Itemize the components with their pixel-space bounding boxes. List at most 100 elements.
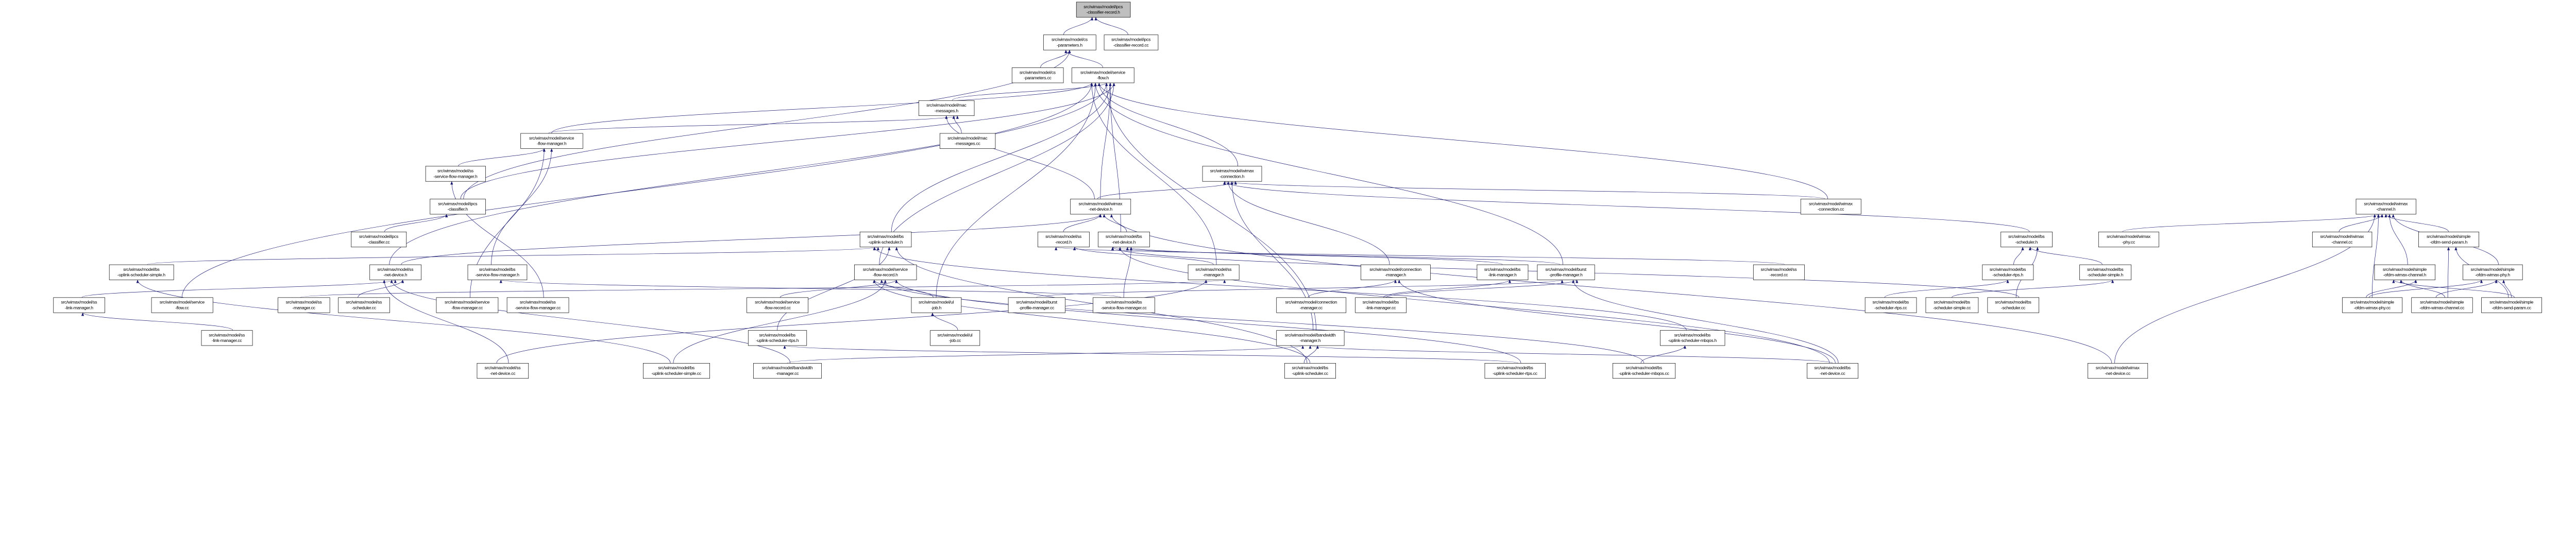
node-label: -flow-record.cc: [764, 305, 791, 310]
graph-node[interactable]: src/wimax/model/ss-net-device.h: [369, 264, 421, 280]
graph-node[interactable]: src/wimax/model/cs-parameters.h: [1043, 35, 1096, 50]
dependency-edge: [873, 280, 1311, 364]
graph-node[interactable]: src/wimax/model/ss-record.h: [1038, 231, 1090, 248]
graph-root-node[interactable]: src/wimax/model/ipcs-classifier-record.h: [1076, 2, 1131, 18]
graph-node[interactable]: src/wimax/model/burst-profile-manager.h: [1537, 264, 1595, 280]
graph-node[interactable]: src/wimax/model/service-flow-record.cc: [747, 297, 808, 313]
node-box: [477, 363, 529, 379]
graph-node[interactable]: src/wimax/model/connection-manager.cc: [1276, 297, 1347, 313]
node-box: [1982, 264, 2034, 280]
node-box: [1987, 297, 2040, 313]
graph-node[interactable]: src/wimax/model/bs-uplink-scheduler-mbqo…: [1613, 363, 1676, 379]
node-label: -ofdm-send-param.h: [2430, 239, 2467, 245]
node-layer: src/wimax/model/ipcs-classifier-record.h…: [53, 2, 2542, 379]
node-box: [506, 297, 569, 313]
node-box: [1807, 363, 1858, 379]
graph-node[interactable]: src/wimax/model/bandwidth-manager.cc: [753, 363, 822, 379]
graph-node[interactable]: src/wimax/model/bs-net-device.cc: [1807, 363, 1858, 379]
graph-node[interactable]: src/wimax/model/burst-profile-manager.cc: [1008, 297, 1066, 313]
node-label: -parameters.h: [1057, 42, 1082, 47]
node-label: -classifier-record.cc: [1113, 42, 1149, 47]
graph-node[interactable]: src/wimax/model/wimax-channel.cc: [2312, 231, 2372, 248]
graph-node[interactable]: src/wimax/model/ss-service-flow-manager.…: [506, 297, 569, 313]
graph-node[interactable]: src/wimax/model/bs-uplink-scheduler-simp…: [643, 363, 710, 379]
graph-node[interactable]: src/wimax/model/bs-scheduler-simple.cc: [1925, 297, 1979, 313]
node-label: src/wimax/model/bs: [1292, 365, 1328, 370]
graph-node[interactable]: src/wimax/model/mac-messages.cc: [939, 133, 996, 149]
graph-node[interactable]: src/wimax/model/wimax-connection.cc: [1800, 199, 1861, 215]
include-dependency-graph: src/wimax/model/ipcs-classifier-record.h…: [53, 2, 2542, 379]
graph-node[interactable]: src/wimax/model/connection-manager.h: [1361, 264, 1431, 280]
graph-node[interactable]: src/wimax/model/bs-uplink-scheduler-rtps…: [1484, 363, 1546, 379]
node-label: -scheduler-simple.cc: [1933, 305, 1971, 310]
graph-node[interactable]: src/wimax/model/bs-net-device.h: [1098, 231, 1150, 248]
graph-node[interactable]: src/wimax/model/bs-uplink-scheduler.h: [859, 231, 912, 248]
graph-node[interactable]: src/wimax/model/wimax-net-device.h: [1070, 199, 1131, 215]
graph-node[interactable]: src/wimax/model/simple-ofdm-send-param.h: [2418, 231, 2479, 248]
graph-node[interactable]: src/wimax/model/bandwidth-manager.h: [1276, 330, 1345, 346]
graph-node[interactable]: src/wimax/model/simple-ofdm-wimax-phy.h: [2463, 264, 2523, 280]
node-box: [1098, 231, 1150, 248]
graph-node[interactable]: src/wimax/model/wimax-channel.h: [2355, 199, 2416, 215]
graph-node[interactable]: src/wimax/model/simple-ofdm-wimax-channe…: [2374, 264, 2436, 280]
graph-node[interactable]: src/wimax/model/service-flow-manager.h: [520, 133, 583, 149]
node-label: -net-device.h: [1112, 239, 1136, 245]
graph-node[interactable]: src/wimax/model/ss-manager.h: [1188, 264, 1240, 280]
graph-node[interactable]: src/wimax/model/ul-job.h: [911, 297, 962, 313]
graph-node[interactable]: src/wimax/model/bs-link-manager.h: [1477, 264, 1529, 280]
graph-node[interactable]: src/wimax/model/bs-scheduler-rtps.h: [1982, 264, 2034, 280]
node-label: src/wimax/model/wimax: [1078, 201, 1123, 206]
graph-node[interactable]: src/wimax/model/bs-uplink-scheduler-mbqo…: [1659, 330, 1725, 346]
graph-node[interactable]: src/wimax/model/mac-messages.h: [918, 100, 975, 116]
graph-node[interactable]: src/wimax/model/wimax-phy.cc: [2098, 231, 2159, 248]
node-box: [2411, 297, 2473, 313]
graph-node[interactable]: src/wimax/model/ss-manager.cc: [278, 297, 330, 313]
dependency-edge: [2366, 280, 2417, 298]
graph-node[interactable]: src/wimax/model/ss-scheduler.cc: [338, 297, 390, 313]
graph-node[interactable]: src/wimax/model/bs-link-manager.cc: [1355, 297, 1407, 313]
graph-node[interactable]: src/wimax/model/bs-scheduler.cc: [1987, 297, 2040, 313]
node-label: src/wimax/model/bs: [1363, 300, 1399, 305]
graph-node[interactable]: src/wimax/model/service-flow.h: [1072, 67, 1134, 83]
graph-node[interactable]: src/wimax/model/ss-service-flow-manager.…: [425, 166, 486, 182]
dependency-edge: [81, 279, 397, 298]
graph-node[interactable]: src/wimax/model/ss-record.cc: [1753, 264, 1805, 280]
dependency-edge: [1308, 279, 1397, 298]
node-box: [1276, 297, 1347, 313]
node-label: src/wimax/model/simple: [2427, 234, 2471, 239]
dependency-edge: [458, 148, 546, 166]
graph-node[interactable]: src/wimax/model/ul-job.cc: [930, 330, 980, 346]
graph-node[interactable]: src/wimax/model/bs-uplink-scheduler-rtps…: [748, 330, 807, 346]
graph-node[interactable]: src/wimax/model/ss-link-manager.h: [53, 297, 105, 313]
graph-node[interactable]: src/wimax/model/simple-ofdm-wimax-channe…: [2411, 297, 2473, 313]
graph-node[interactable]: src/wimax/model/simple-ofdm-wimax-phy.cc: [2342, 297, 2403, 313]
node-label: src/wimax/model/bs: [1674, 332, 1710, 337]
graph-node[interactable]: src/wimax/model/bs-uplink-scheduler.cc: [1284, 363, 1336, 379]
node-box: [53, 297, 105, 313]
graph-node[interactable]: src/wimax/model/wimax-net-device.cc: [2088, 363, 2148, 379]
graph-node[interactable]: src/wimax/model/bs-service-flow-manager.…: [467, 264, 528, 280]
graph-node[interactable]: src/wimax/model/simple-ofdm-send-param.c…: [2481, 297, 2542, 313]
graph-node[interactable]: src/wimax/model/bs-scheduler-rtps.cc: [1865, 297, 1917, 313]
graph-node[interactable]: src/wimax/model/ipcs-classifier.cc: [351, 231, 407, 248]
node-box: [1753, 264, 1805, 280]
graph-node[interactable]: src/wimax/model/ss-link-manager.cc: [201, 330, 253, 346]
graph-node[interactable]: src/wimax/model/ipcs-classifier-record.c…: [1104, 35, 1159, 50]
graph-node[interactable]: src/wimax/model/wimax-connection.h: [1202, 166, 1262, 182]
node-box: [1011, 67, 1064, 83]
graph-node[interactable]: src/wimax/model/ss-net-device.cc: [477, 363, 529, 379]
dependency-edge: [1073, 247, 1214, 265]
graph-node[interactable]: src/wimax/model/cs-parameters.cc: [1011, 67, 1064, 83]
graph-node[interactable]: src/wimax/model/service-flow.cc: [151, 297, 213, 313]
dependency-edge: [1103, 214, 1127, 232]
graph-node[interactable]: src/wimax/model/bs-service-flow-manager.…: [1093, 297, 1155, 313]
graph-node[interactable]: src/wimax/model/service-flow-manager.cc: [436, 297, 499, 313]
graph-node[interactable]: src/wimax/model/bs-uplink-scheduler-simp…: [109, 264, 174, 280]
node-box: [748, 330, 807, 346]
dependency-edge: [2013, 247, 2024, 265]
graph-node[interactable]: src/wimax/model/ipcs-classifier.h: [430, 199, 486, 215]
graph-node[interactable]: src/wimax/model/bs-scheduler-simple.h: [2079, 264, 2131, 280]
graph-node[interactable]: src/wimax/model/bs-scheduler.h: [2001, 231, 2053, 248]
node-label: src/wimax/model/ipcs: [1111, 37, 1150, 42]
graph-node[interactable]: src/wimax/model/service-flow-record.h: [854, 264, 917, 280]
